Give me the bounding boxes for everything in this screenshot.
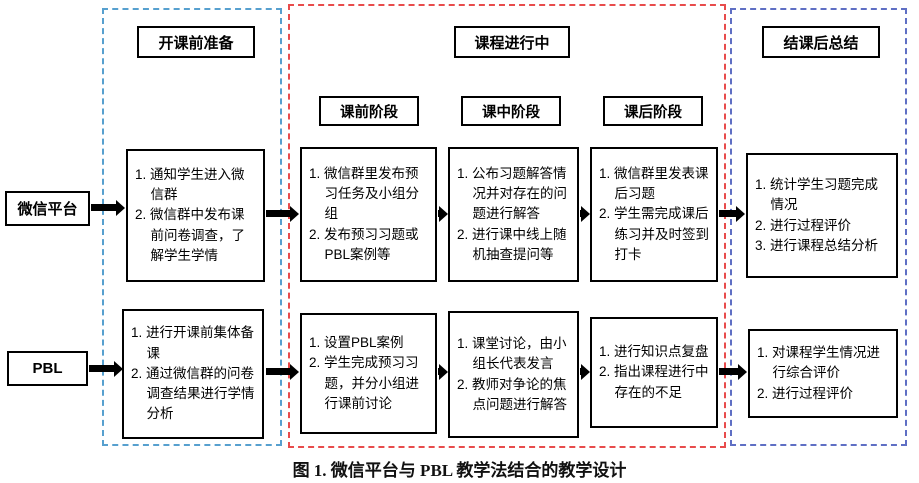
phase-region-post-course xyxy=(730,8,907,446)
flow-arrow-icon xyxy=(719,364,747,380)
stage-title-in-class: 课中阶段 xyxy=(461,96,561,126)
box-item: 1. 微信群里发表课后习题 xyxy=(599,165,709,202)
flow-box: 1. 对课程学生情况进行综合评价 2. 进行过程评价 xyxy=(748,329,898,418)
flow-box: 1. 微信群里发表课后习题 2. 学生需完成课后练习并及时签到打卡 xyxy=(590,147,718,282)
box-item: 1. 通知学生进入微信群 xyxy=(135,166,245,203)
flow-arrow-icon xyxy=(266,364,299,380)
flow-box: 1. 设置PBL案例 2. 学生完成预习习题，并分小组进行课前讨论 xyxy=(300,313,437,434)
phase-region-pre-class xyxy=(102,8,282,446)
flow-box: 1. 进行知识点复盘 2. 指出课程进行中存在的不足 xyxy=(590,317,718,428)
flow-arrow-icon xyxy=(89,361,123,377)
flow-arrow-icon xyxy=(266,206,299,222)
phase-title-pre: 开课前准备 xyxy=(137,26,255,58)
box-item: 2. 指出课程进行中存在的不足 xyxy=(599,364,709,400)
box-item: 2. 学生需完成课后练习并及时签到打卡 xyxy=(599,206,710,262)
phase-region-in-course xyxy=(288,4,726,448)
box-item: 1. 进行开课前集体备课 xyxy=(131,325,255,361)
flow-box: 1. 课堂讨论，由小组长代表发言 2. 教师对争论的焦点问题进行解答 xyxy=(448,311,579,438)
stage-title-after-class: 课后阶段 xyxy=(603,96,703,126)
box-item: 2. 进行课中线上随机抽查提问等 xyxy=(457,226,567,262)
stage-title-before-class: 课前阶段 xyxy=(319,96,419,126)
box-item: 2. 通过微信群的问卷调查结果进行学情分析 xyxy=(131,365,255,422)
box-item: 2. 微信群中发布课前问卷调查，了解学生学情 xyxy=(135,207,246,263)
flow-arrow-icon xyxy=(580,364,590,380)
figure-caption: 图 1. 微信平台与 PBL 教学法结合的教学设计 xyxy=(292,461,627,480)
row-label-wechat: 微信平台 xyxy=(5,191,90,226)
box-item: 2. 学生完成预习习题，并分小组进行课前讨论 xyxy=(309,355,420,411)
box-item: 1. 公布习题解答情况并对存在的问题进行解答 xyxy=(457,165,568,222)
phase-title-post: 结课后总结 xyxy=(762,26,880,58)
box-item: 2. 进行过程评价 xyxy=(757,385,854,401)
box-item: 1. 统计学生习题完成情况 xyxy=(755,177,879,213)
box-item: 2. 教师对争论的焦点问题进行解答 xyxy=(457,376,568,412)
flow-box: 1. 通知学生进入微信群 2. 微信群中发布课前问卷调查，了解学生学情 xyxy=(126,149,265,282)
flow-arrow-icon xyxy=(580,206,590,222)
flow-arrow-icon xyxy=(438,206,448,222)
phase-title-during: 课程进行中 xyxy=(454,26,570,58)
flow-box: 1. 统计学生习题完成情况 2. 进行过程评价 3. 进行课程总结分析 xyxy=(746,153,898,278)
flow-arrow-icon xyxy=(91,200,125,216)
box-item: 2. 进行过程评价 xyxy=(755,217,852,233)
box-item: 1. 对课程学生情况进行综合评价 xyxy=(757,345,881,381)
flow-box: 1. 进行开课前集体备课 2. 通过微信群的问卷调查结果进行学情分析 xyxy=(122,309,264,439)
flow-box: 1. 微信群里发布预习任务及小组分组 2. 发布预习习题或PBL案例等 xyxy=(300,147,437,282)
box-item: 2. 发布预习习题或PBL案例等 xyxy=(309,226,419,262)
flow-arrow-icon xyxy=(438,364,448,380)
box-item: 1. 进行知识点复盘 xyxy=(599,344,709,360)
box-item: 3. 进行课程总结分析 xyxy=(755,237,879,253)
row-label-pbl: PBL xyxy=(7,351,88,386)
box-item: 1. 设置PBL案例 xyxy=(309,335,404,350)
box-item: 1. 微信群里发布预习任务及小组分组 xyxy=(309,165,420,222)
flow-box: 1. 公布习题解答情况并对存在的问题进行解答 2. 进行课中线上随机抽查提问等 xyxy=(448,147,579,282)
box-item: 1. 课堂讨论，由小组长代表发言 xyxy=(457,336,567,372)
flow-arrow-icon xyxy=(719,206,745,222)
